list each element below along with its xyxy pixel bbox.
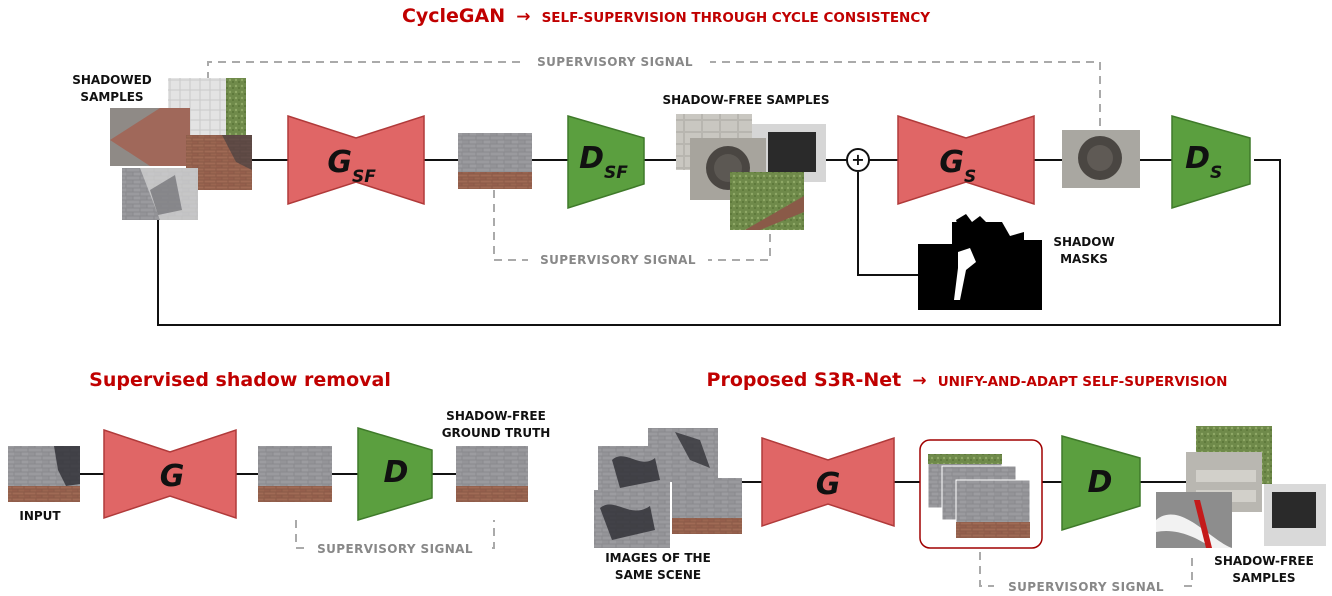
discriminator-sf: D SF (567, 115, 645, 210)
discriminator-supervised-letter: D (384, 455, 409, 490)
supervisory-mid-dashed (493, 190, 771, 261)
supervised-output-image (258, 446, 332, 502)
generator-s3rnet-letter: G (816, 467, 841, 502)
shadowed-samples-label-2: SAMPLES (80, 90, 143, 104)
supervisory-top-dashed (207, 61, 1101, 130)
shadow-free-samples-bottom-label-2: SAMPLES (1232, 571, 1295, 585)
supervised-signal-label: SUPERVISORY SIGNAL (317, 542, 473, 556)
shadowed-samples-collage (110, 78, 252, 220)
discriminator-supervised: D (357, 426, 433, 522)
svg-text:Proposed S3R-Net →: Proposed S3R-Net → UNIFY-AND-ADAPT SELF-… (707, 369, 1228, 391)
s3rnet-title-arrow: → (912, 371, 926, 391)
same-scene-images-collage (594, 428, 742, 548)
generator-sf-subscript: SF (352, 167, 376, 187)
generator-supervised: G (103, 428, 237, 520)
generator-s: G S (897, 114, 1035, 206)
discriminator-s-letter: D (1185, 141, 1210, 176)
generator-sf: G SF (287, 114, 425, 206)
shadow-free-samples-bottom-label-1: SHADOW-FREE (1214, 554, 1314, 568)
top-section-title: CycleGAN → SELF-SUPERVISION THROUGH CYCL… (402, 5, 930, 27)
s3rnet-title-main: Proposed S3R-Net (707, 369, 902, 391)
shadow-masks-collage (918, 214, 1042, 310)
s3rnet-title: Proposed S3R-Net → UNIFY-AND-ADAPT SELF-… (707, 369, 1228, 391)
svg-text:CycleGAN → SELF-SU: CycleGAN → SELF-SUPERVISION THROUGH CYCL… (402, 5, 930, 27)
plus-symbol: + (851, 150, 864, 169)
cycle-feedback-wire (157, 159, 1281, 326)
shadow-free-samples-label: SHADOW-FREE SAMPLES (663, 93, 830, 107)
ground-truth-image (456, 446, 528, 502)
discriminator-sf-letter: D (579, 141, 604, 176)
discriminator-s: D S (1171, 115, 1251, 210)
cyclegan-title: CycleGAN (402, 5, 505, 27)
s3rnet-signal-label: SUPERVISORY SIGNAL (1008, 580, 1164, 594)
generator-sf-letter: G (327, 145, 352, 180)
generator-s-letter: G (939, 145, 964, 180)
intermediate-shadow-free-image (458, 133, 532, 189)
supervisory-mid-label: SUPERVISORY SIGNAL (540, 253, 696, 267)
discriminator-s3rnet-letter: D (1088, 465, 1113, 500)
sum-operator: + (846, 148, 870, 172)
shadow-masks-label-2: MASKS (1060, 252, 1108, 266)
title-arrow: → (516, 7, 530, 27)
input-label: INPUT (19, 509, 61, 523)
mask-branch-wire (857, 172, 918, 276)
cyclegan-subtitle: SELF-SUPERVISION THROUGH CYCLE CONSISTEN… (542, 10, 931, 26)
shadowed-samples-label-1: SHADOWED (72, 73, 152, 87)
same-scene-label-2: SAME SCENE (615, 568, 701, 582)
input-image (8, 446, 80, 502)
s3rnet-subtitle: UNIFY-AND-ADAPT SELF-SUPERVISION (938, 374, 1228, 390)
supervised-removal-title: Supervised shadow removal (89, 369, 391, 391)
same-scene-label-1: IMAGES OF THE (605, 551, 711, 565)
s3rnet-outputs-stack (919, 439, 1043, 549)
discriminator-s3rnet: D (1061, 435, 1141, 532)
discriminator-sf-subscript: SF (604, 163, 628, 183)
shadow-free-samples-collage (676, 114, 826, 230)
supervisory-top-label: SUPERVISORY SIGNAL (537, 55, 693, 69)
ground-truth-label-2: GROUND TRUTH (442, 426, 551, 440)
generator-s3rnet: G (761, 436, 895, 528)
shadow-masks-label-1: SHADOW (1053, 235, 1114, 249)
ground-truth-label-1: SHADOW-FREE (446, 409, 546, 423)
discriminator-s-subscript: S (1210, 163, 1222, 183)
generator-s-subscript: S (964, 167, 976, 187)
generator-supervised-letter: G (160, 459, 185, 494)
reconstructed-shadowed-image (1062, 130, 1140, 188)
shadow-free-samples-bottom-collage (1156, 426, 1326, 548)
